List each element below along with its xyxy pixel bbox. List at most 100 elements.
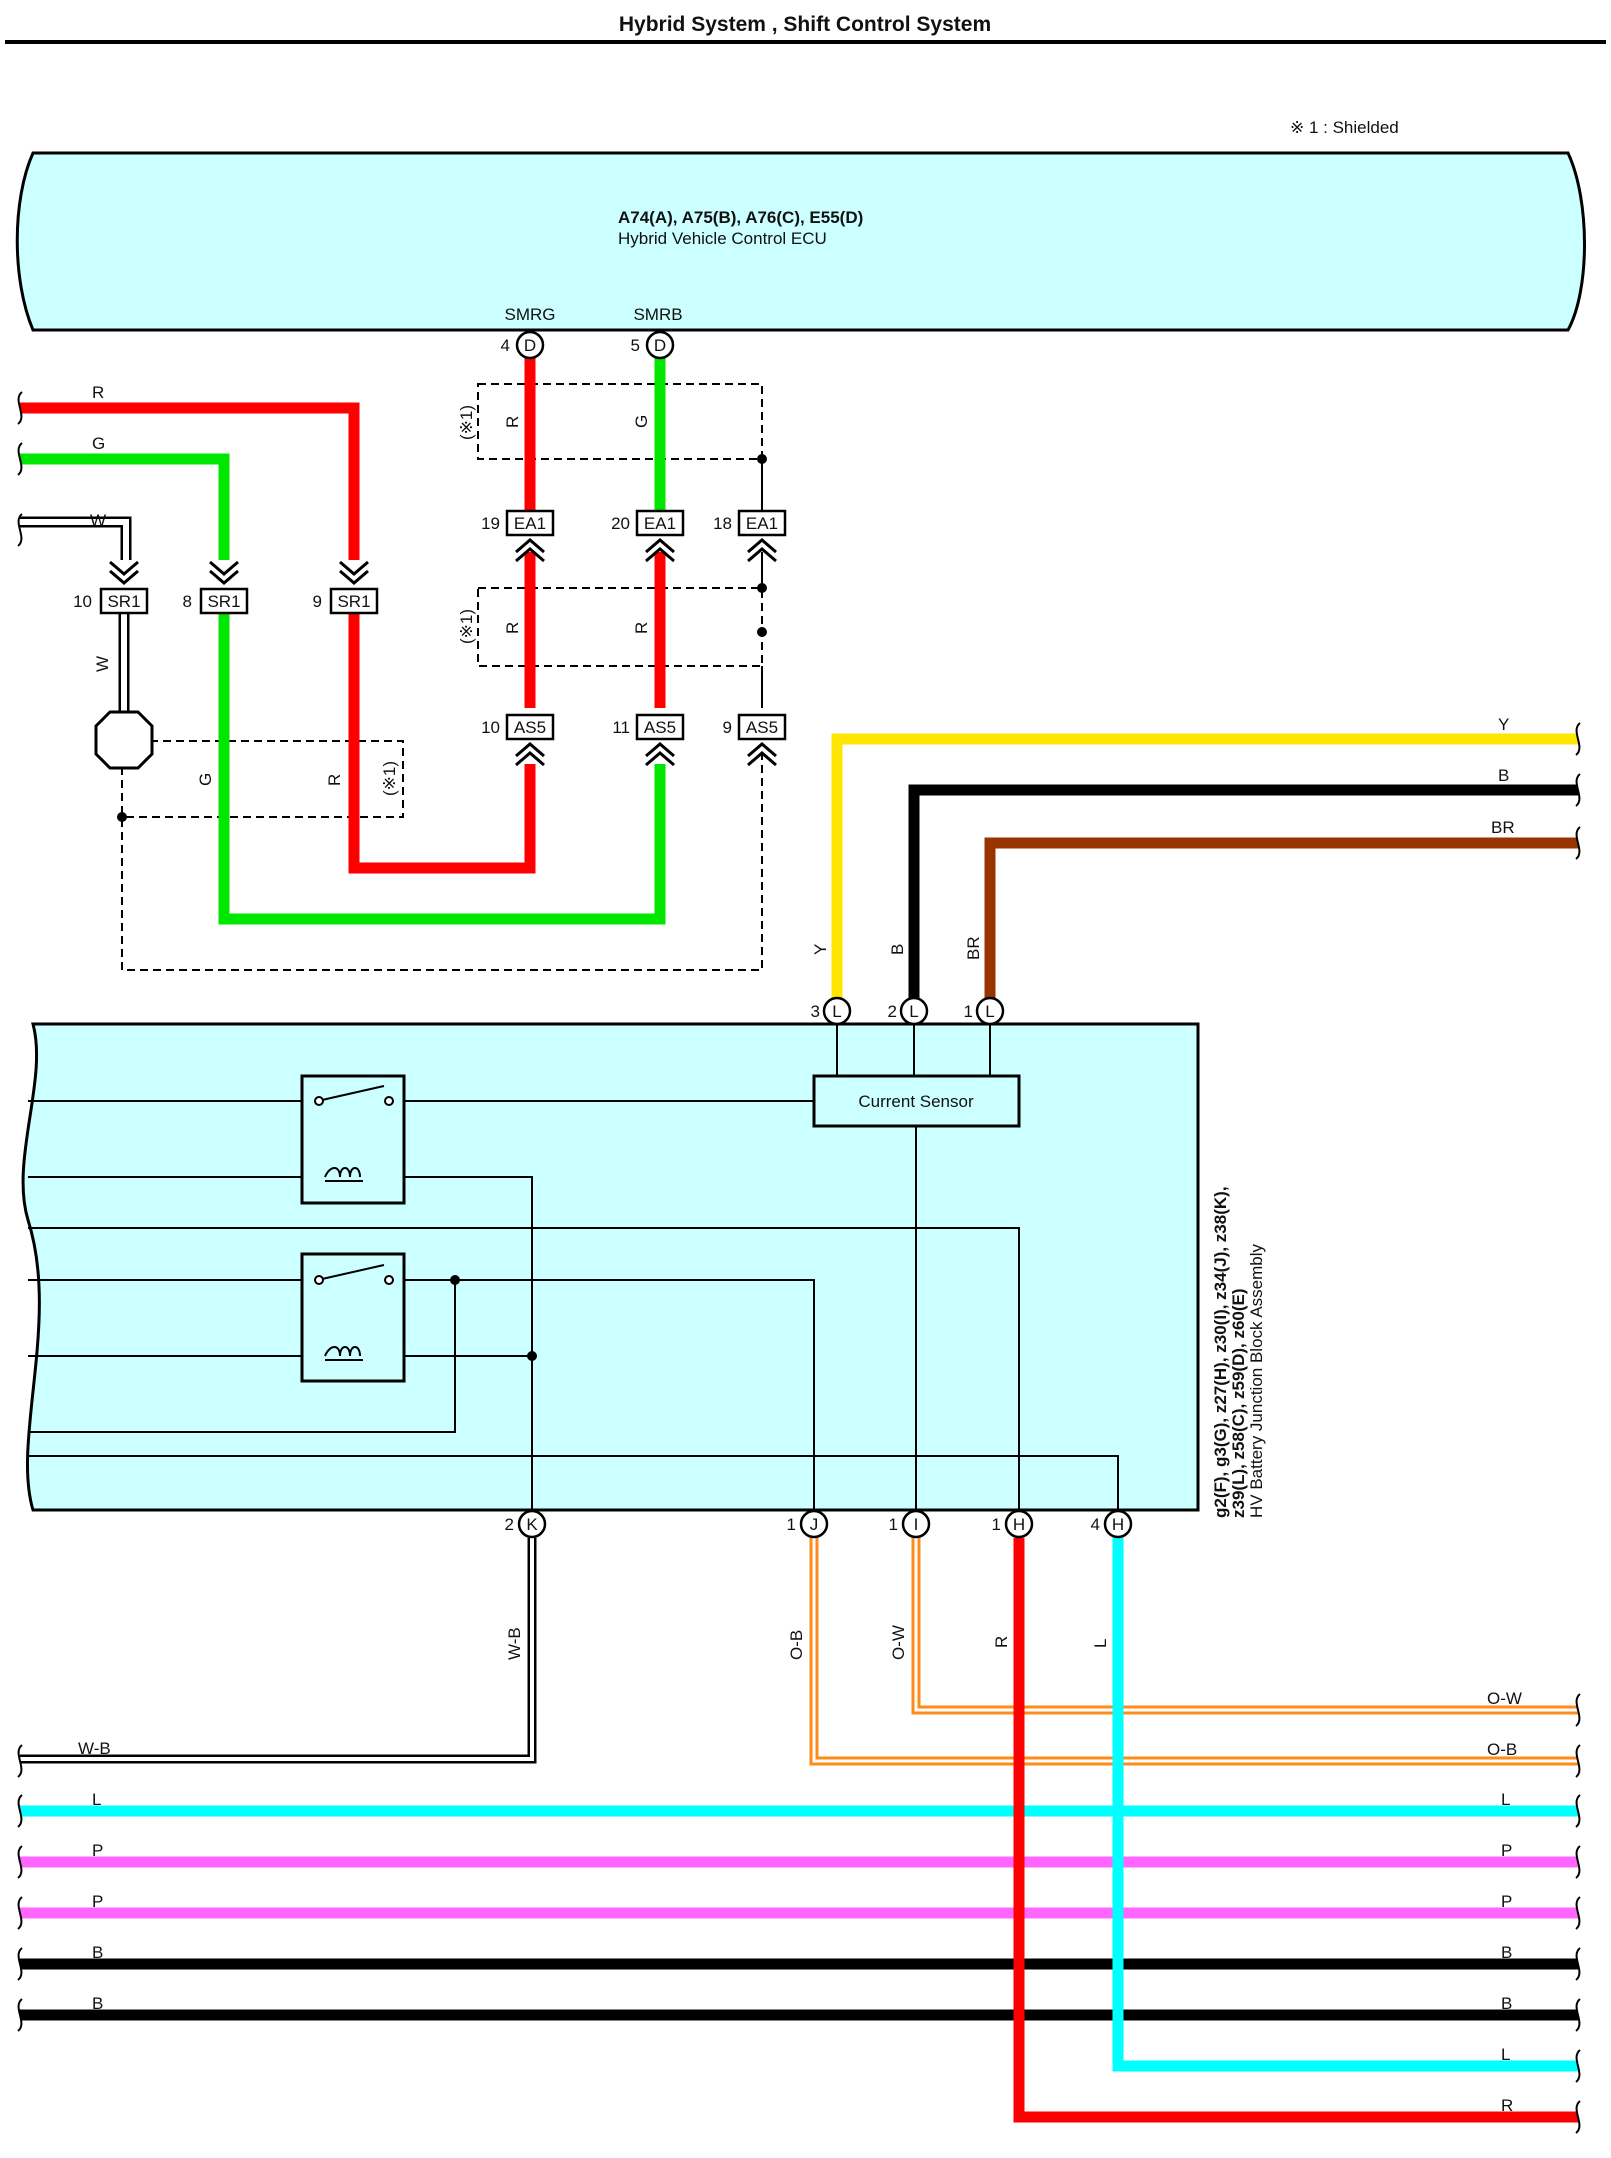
wire-label-ecu-g: G xyxy=(632,415,651,428)
svg-text:L: L xyxy=(92,1790,101,1809)
wire-label-right-br: BR xyxy=(1491,818,1515,837)
splice-dots xyxy=(117,454,767,822)
svg-text:SR1: SR1 xyxy=(107,592,140,611)
svg-text:5: 5 xyxy=(631,336,640,355)
wire-label-right-y: Y xyxy=(1498,715,1509,734)
svg-text:8: 8 xyxy=(183,592,192,611)
wire-label-mid-r2: R xyxy=(632,622,651,634)
shielded-note: ※ 1 : Shielded xyxy=(1290,118,1399,137)
svg-text:I: I xyxy=(914,1515,919,1534)
svg-text:P: P xyxy=(92,1892,103,1911)
wire-label-left-r: R xyxy=(92,383,104,402)
ecu-terminals: D 4 D 5 xyxy=(501,330,675,360)
svg-text:SR1: SR1 xyxy=(337,592,370,611)
relay-2 xyxy=(300,1252,406,1383)
ecu-box xyxy=(15,151,1586,332)
svg-text:1: 1 xyxy=(992,1515,1001,1534)
svg-text:K: K xyxy=(526,1515,538,1534)
svg-text:1: 1 xyxy=(889,1515,898,1534)
internal-splice-dots xyxy=(450,1275,537,1361)
svg-text:AS5: AS5 xyxy=(514,718,546,737)
svg-text:R: R xyxy=(1501,2096,1513,2115)
sr1-connectors: SR1 10 SR1 8 SR1 9 xyxy=(73,587,379,615)
svg-text:AS5: AS5 xyxy=(746,718,778,737)
junction-block-box xyxy=(21,1022,1200,1512)
wire-label-vert-br: BR xyxy=(964,936,983,960)
jb-connectors-line1: g2(F), g3(G), z27(H), z30(I), z34(J), z3… xyxy=(1211,1186,1230,1518)
jb-top-terminals: L 3 L 2 L 1 xyxy=(811,996,1005,1026)
svg-text:B: B xyxy=(92,1994,103,2013)
wire-label-right-b: B xyxy=(1498,766,1509,785)
wire-label-left-g: G xyxy=(92,434,105,453)
jb-bottom-terminals: K 2 J 1 I 1 H 1 H 4 xyxy=(505,1509,1133,1539)
shield-mark-3: (※1) xyxy=(457,609,476,644)
svg-text:L: L xyxy=(1501,2045,1510,2064)
chevron-icons xyxy=(109,538,777,767)
wire-label-vert-r: R xyxy=(325,774,344,786)
svg-text:P: P xyxy=(1501,1892,1512,1911)
svg-text:4: 4 xyxy=(501,336,510,355)
left-break-marks xyxy=(17,391,23,2032)
ecu-pin-smrb: SMRB xyxy=(633,305,682,324)
wire-label-mid-r1: R xyxy=(503,622,522,634)
svg-text:EA1: EA1 xyxy=(746,514,778,533)
shield-ground-icon xyxy=(94,710,154,770)
svg-text:11: 11 xyxy=(612,718,630,737)
svg-text:18: 18 xyxy=(713,514,732,533)
wire-label-vert-ob: O-B xyxy=(787,1630,806,1660)
svg-text:9: 9 xyxy=(723,718,732,737)
bottom-left-labels: W-B L P P B B xyxy=(78,1739,111,2013)
as5-connectors: AS5 10 AS5 11 AS5 9 xyxy=(481,713,787,741)
current-sensor-label: Current Sensor xyxy=(858,1092,974,1111)
ea1-connectors: EA1 19 EA1 20 EA1 18 xyxy=(481,509,787,537)
svg-text:3: 3 xyxy=(811,1002,820,1021)
bottom-right-labels: O-W O-B L P P B B L R xyxy=(1487,1689,1522,2115)
svg-text:L: L xyxy=(832,1002,841,1021)
right-break-marks xyxy=(1575,722,1581,2134)
svg-text:9: 9 xyxy=(313,592,322,611)
wires xyxy=(20,357,1578,2123)
svg-text:D: D xyxy=(654,336,666,355)
svg-text:EA1: EA1 xyxy=(644,514,676,533)
jb-name: HV Battery Junction Block Assembly xyxy=(1247,1243,1266,1518)
svg-text:1: 1 xyxy=(787,1515,796,1534)
wire-label-vert-r-low: R xyxy=(992,1636,1011,1648)
svg-text:2: 2 xyxy=(505,1515,514,1534)
svg-text:4: 4 xyxy=(1091,1515,1100,1534)
svg-text:O-B: O-B xyxy=(1487,1740,1517,1759)
svg-text:1: 1 xyxy=(964,1002,973,1021)
svg-text:L: L xyxy=(985,1002,994,1021)
ecu-connectors-label: A74(A), A75(B), A76(C), E55(D) xyxy=(618,208,863,227)
page-title: Hybrid System , Shift Control System xyxy=(619,13,991,36)
svg-text:B: B xyxy=(1501,1943,1512,1962)
wire-label-vert-y: Y xyxy=(811,944,830,955)
svg-text:EA1: EA1 xyxy=(514,514,546,533)
svg-text:W-B: W-B xyxy=(78,1739,111,1758)
relay-1 xyxy=(300,1074,406,1205)
wire-label-ecu-r: R xyxy=(503,416,522,428)
internal-circuit xyxy=(28,1024,1119,1510)
svg-text:P: P xyxy=(92,1841,103,1860)
svg-text:J: J xyxy=(810,1515,819,1534)
svg-text:D: D xyxy=(524,336,536,355)
svg-text:L: L xyxy=(909,1002,918,1021)
svg-text:B: B xyxy=(92,1943,103,1962)
svg-text:2: 2 xyxy=(888,1002,897,1021)
wire-label-vert-l-low: L xyxy=(1091,1639,1110,1648)
svg-text:AS5: AS5 xyxy=(644,718,676,737)
current-sensor-box xyxy=(812,1074,1021,1128)
shield-mark-1: (※1) xyxy=(380,761,399,796)
ecu-name-label: Hybrid Vehicle Control ECU xyxy=(618,229,827,248)
wire-label-vert-w: W xyxy=(93,656,112,672)
svg-text:O-W: O-W xyxy=(1487,1689,1522,1708)
wire-label-vert-ow: O-W xyxy=(889,1625,908,1660)
svg-text:P: P xyxy=(1501,1841,1512,1860)
ecu-pin-smrg: SMRG xyxy=(505,305,556,324)
svg-text:20: 20 xyxy=(611,514,630,533)
svg-text:B: B xyxy=(1501,1994,1512,2013)
wire-label-vert-g: G xyxy=(196,773,215,786)
jb-connectors-line2: z39(L), z58(C), z59(D), z60(E) xyxy=(1229,1288,1248,1518)
shield-boxes xyxy=(121,383,763,971)
wire-label-vert-b: B xyxy=(888,944,907,955)
